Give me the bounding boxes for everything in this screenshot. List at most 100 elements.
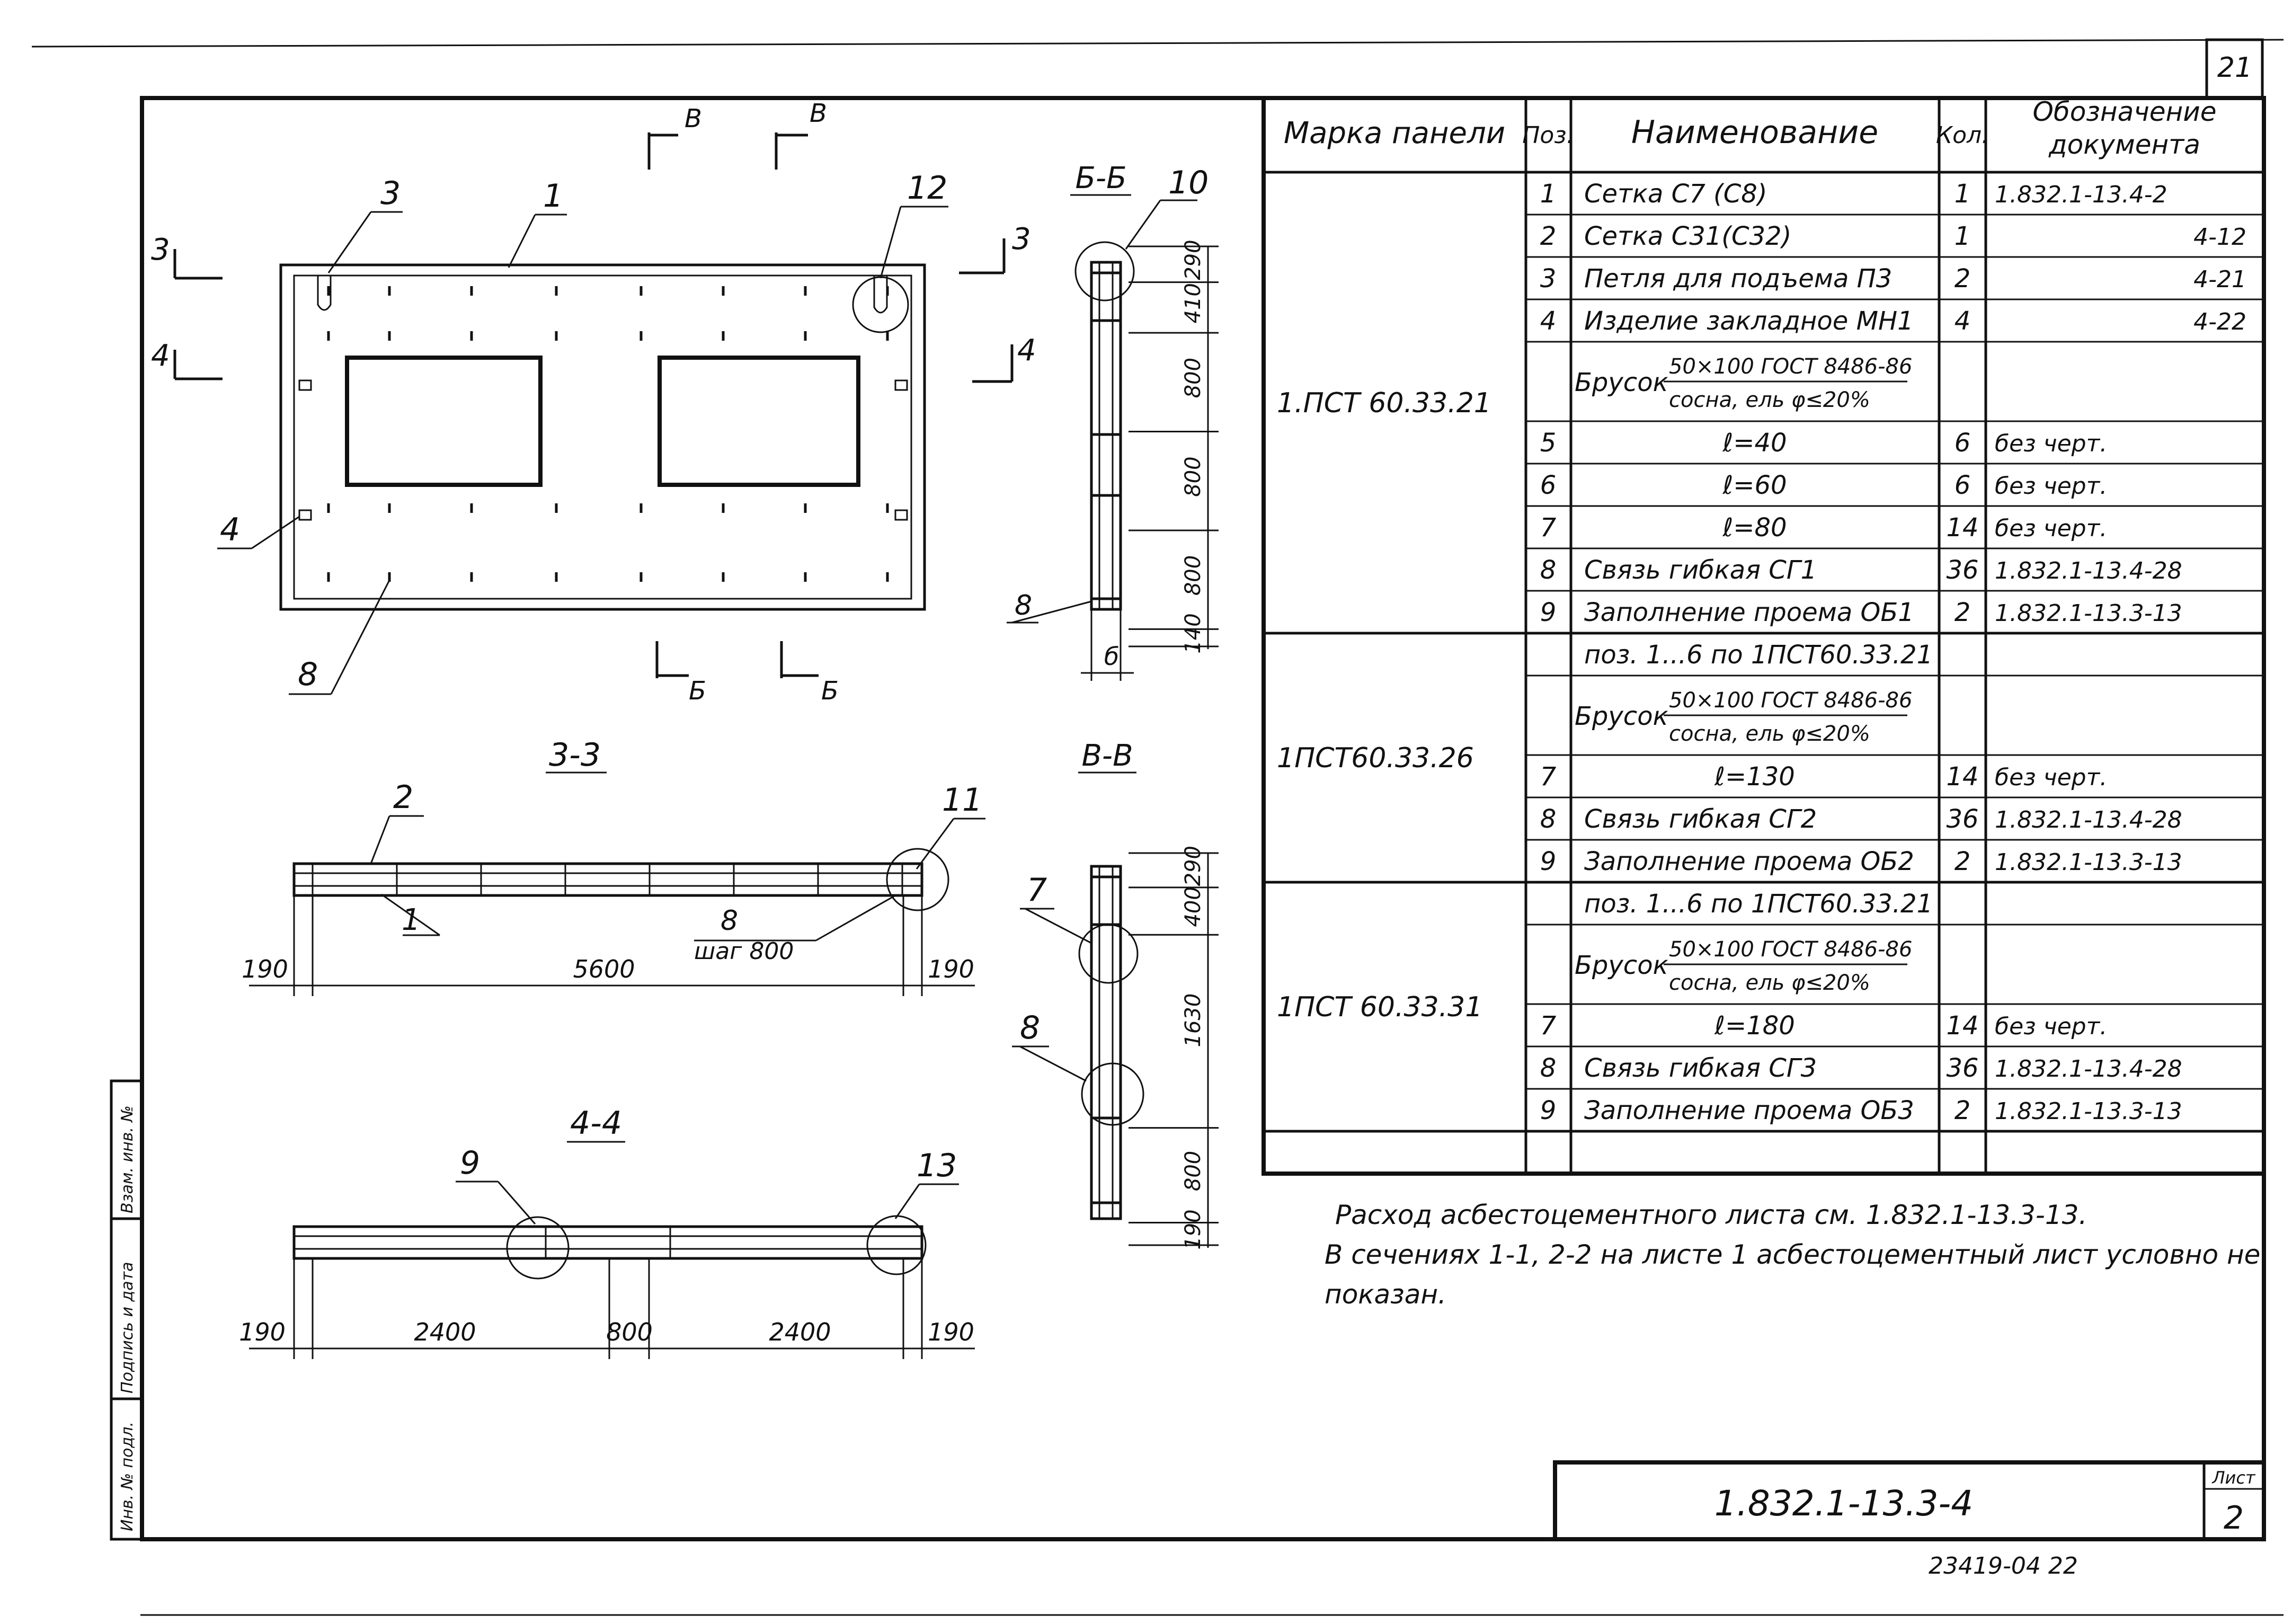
sheet-number: 2 bbox=[2224, 1499, 2244, 1537]
row-name-prefix: Брусок bbox=[1575, 702, 1668, 731]
row-doc: без черт. bbox=[1995, 473, 2107, 500]
row-qty: 2 bbox=[1955, 264, 1971, 294]
row-qty: 6 bbox=[1955, 428, 1971, 458]
note-line-2: В сечениях 1-1, 2-2 на листе 1 асбестоце… bbox=[1325, 1239, 2260, 1270]
archive-stamp: 23419-04 22 bbox=[1929, 1552, 2078, 1579]
header-name: Наименование bbox=[1631, 114, 1878, 151]
side-stamp-cell2: Подпись и дата bbox=[118, 1262, 137, 1394]
header-pos: Поз. bbox=[1522, 122, 1574, 149]
title-block-frame bbox=[1553, 1460, 2266, 1541]
row-qty: 4 bbox=[1955, 306, 1971, 336]
row-name-bottom: сосна, ель φ≤20% bbox=[1669, 722, 1870, 746]
section-vv-title: В-В bbox=[1081, 739, 1133, 773]
window-opening-left bbox=[345, 356, 543, 487]
svg-text:4: 4 bbox=[1017, 333, 1036, 368]
row-name-prefix: Брусок bbox=[1575, 951, 1668, 980]
detail-circle-10 bbox=[1074, 241, 1135, 301]
row-pos: 9 bbox=[1540, 847, 1557, 876]
svg-text:3: 3 bbox=[1012, 222, 1031, 256]
dim-label: 290 bbox=[1181, 239, 1205, 280]
row-pos: 9 bbox=[1540, 598, 1557, 627]
row-name: ℓ=80 bbox=[1722, 513, 1787, 543]
cut-marker-v-right: В bbox=[775, 99, 827, 170]
row-name-top: 50×100 ГОСТ 8486-86 bbox=[1669, 688, 1912, 713]
elev-label-3: 3 bbox=[380, 175, 401, 212]
svg-text:Б: Б bbox=[689, 676, 706, 706]
dim-label: 800 bbox=[1181, 555, 1205, 596]
table-row: поз. 1...6 по 1ПСТ60.33.21 bbox=[1584, 889, 1933, 919]
elev-label-8: 8 bbox=[298, 656, 318, 693]
sbb-label-10: 10 bbox=[1168, 164, 1209, 201]
row-doc: без черт. bbox=[1995, 515, 2107, 542]
header-qty: Кол. bbox=[1936, 122, 1989, 149]
dim-label: 140 bbox=[1181, 613, 1205, 653]
dim-label: 800 bbox=[1181, 358, 1205, 398]
panel-outline bbox=[279, 263, 926, 611]
s33-label-8: 8 bbox=[721, 905, 738, 937]
row-name: Сетка С31(С32) bbox=[1584, 221, 1791, 251]
row-name: Петля для подъема П3 bbox=[1584, 264, 1892, 294]
cut-marker-b-right: Б bbox=[780, 641, 839, 706]
row-doc: 1.832.1-13.3-13 bbox=[1995, 849, 2182, 876]
side-stamp: Взам. инв. № Подпись и дата Инв. № подл. bbox=[110, 1079, 144, 1541]
row-qty: 2 bbox=[1955, 847, 1971, 876]
row-pos: 7 bbox=[1540, 1011, 1557, 1041]
elev-label-12: 12 bbox=[907, 170, 947, 207]
dim-label: 410 bbox=[1181, 283, 1205, 323]
row-qty: 14 bbox=[1946, 513, 1978, 543]
table-row: ℓ=130 7 14 без черт. bbox=[1540, 762, 2107, 792]
dim-label: 800 bbox=[1181, 456, 1205, 496]
row-pos: 8 bbox=[1540, 555, 1557, 585]
row-name-prefix: Брусок bbox=[1575, 368, 1668, 397]
detail-circle-11 bbox=[886, 848, 949, 911]
s33-label-11: 11 bbox=[942, 782, 982, 819]
cut-marker-b-left: Б bbox=[655, 641, 706, 706]
row-qty: 1 bbox=[1955, 179, 1971, 209]
row-name: ℓ=180 bbox=[1714, 1011, 1795, 1041]
row-qty: 1 bbox=[1955, 221, 1971, 251]
row-doc: 4-22 bbox=[2193, 308, 2246, 335]
row-qty: 14 bbox=[1946, 762, 1978, 792]
detail-circle-9 bbox=[506, 1216, 570, 1280]
elev-label-4: 4 bbox=[220, 511, 240, 548]
svv-label-8: 8 bbox=[1020, 1009, 1040, 1046]
row-pos: 8 bbox=[1540, 804, 1557, 834]
panel-inner-outline bbox=[293, 274, 912, 600]
note-line-1: Расход асбестоцементного листа см. 1.832… bbox=[1335, 1200, 2087, 1230]
row-pos: 4 bbox=[1540, 306, 1557, 336]
row-pos: 8 bbox=[1540, 1053, 1557, 1083]
header-doc-line2: документа bbox=[2048, 129, 2200, 160]
row-doc: без черт. bbox=[1995, 764, 2107, 791]
row-pos: 7 bbox=[1540, 762, 1557, 792]
row-name: ℓ=130 bbox=[1714, 762, 1795, 792]
panel-mark: 1ПСТ60.33.26 bbox=[1277, 742, 1474, 774]
dim-label: 190 bbox=[1181, 1209, 1205, 1249]
row-name-bottom: сосна, ель φ≤20% bbox=[1669, 388, 1870, 412]
row-qty: 6 bbox=[1955, 471, 1971, 500]
row-name-top: 50×100 ГОСТ 8486-86 bbox=[1669, 354, 1912, 379]
table-row: поз. 1...6 по 1ПСТ60.33.21 bbox=[1584, 640, 1933, 670]
row-name-bottom: сосна, ель φ≤20% bbox=[1669, 971, 1870, 995]
table-frame bbox=[1262, 96, 2266, 1176]
detail-circle-12 bbox=[852, 276, 909, 333]
s44-dim-5: 190 bbox=[928, 1318, 974, 1346]
dim-label: 400 bbox=[1181, 886, 1205, 927]
dim-label: 290 bbox=[1181, 846, 1205, 886]
row-doc: 1.832.1-13.4-28 bbox=[1995, 806, 2182, 833]
svv-label-7: 7 bbox=[1027, 872, 1047, 909]
svg-text:4: 4 bbox=[151, 339, 170, 373]
section-3-3: 3-3 2 1 11 8 шаг 800 190 5600 190 bbox=[242, 736, 985, 996]
s44-dim-4: 2400 bbox=[769, 1318, 831, 1346]
specification-table: Марка панели Поз. Наименование Кол. Обоз… bbox=[1262, 96, 2266, 1176]
row-name: Изделие закладное МН1 bbox=[1584, 306, 1914, 336]
